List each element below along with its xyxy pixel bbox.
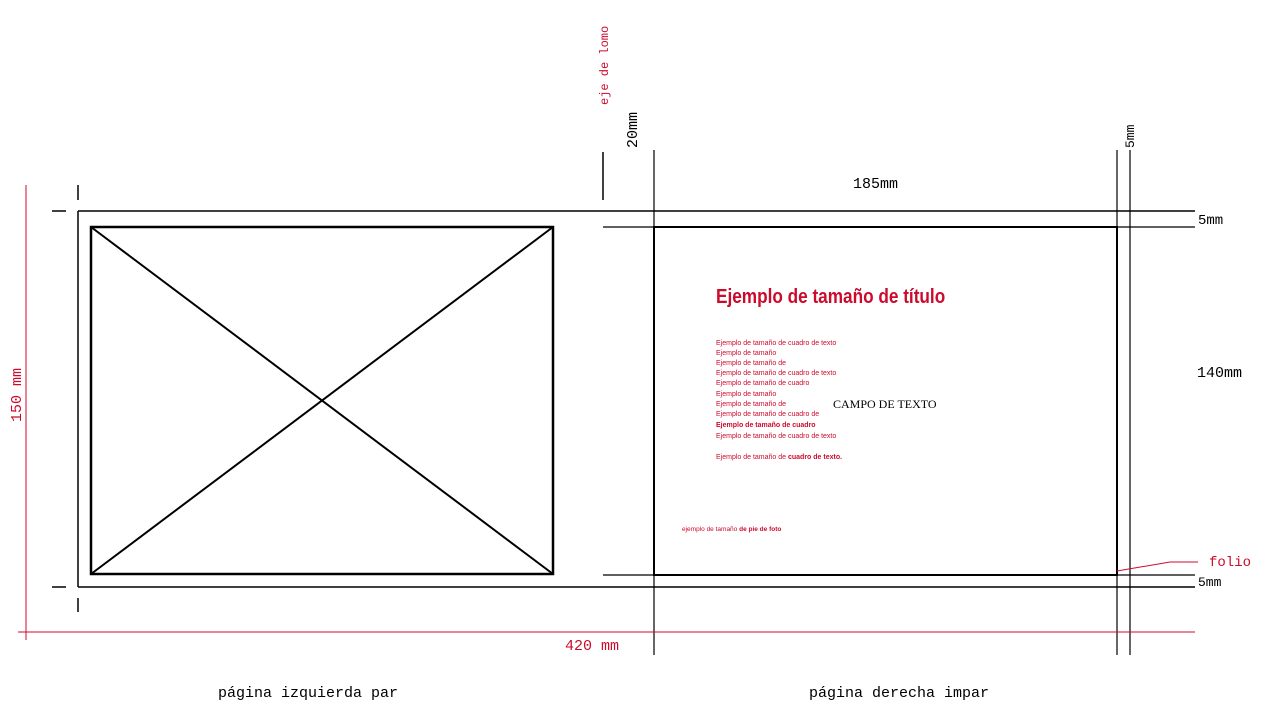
sample-text-line: Ejemplo de tamaño [716,391,776,398]
folio-label: folio [1209,555,1251,571]
image-placeholder-diagonal-b [90,226,554,575]
last-line-prefix: Ejemplo de tamaño de [716,454,788,461]
sample-text-line: Ejemplo de tamaño de cuadro de texto [716,433,836,440]
dimension-lines [18,185,1198,640]
caption-bold: de pie de foto [739,526,781,533]
text-width-label: 185mm [853,176,898,193]
total-height-label: 150 mm [9,368,26,422]
sample-text-line-bold: Ejemplo de tamaño de cuadro [716,422,816,429]
folio-leader-line [1116,561,1198,572]
sample-text-line: Ejemplo de tamaño de cuadro [716,380,809,387]
last-line-bold: cuadro de texto. [788,454,842,461]
text-height-label: 140mm [1197,365,1242,382]
right-page-caption: página derecha impar [809,685,989,702]
sample-text-last-line: Ejemplo de tamaño de cuadro de texto. [716,454,842,461]
total-width-label: 420 mm [565,638,619,655]
sample-text-line: Ejemplo de tamaño de [716,360,786,367]
photo-caption-sample: ejemplo de tamaño de pie de foto [682,526,781,533]
right-margin-label: 5mm [1123,124,1138,148]
sample-text-line: Ejemplo de tamaño de cuadro de [716,411,819,418]
sample-text-line: Ejemplo de tamaño de [716,401,786,408]
sample-title: Ejemplo de tamaño de título [716,285,945,308]
left-page-caption: página izquierda par [218,685,398,702]
sample-text-line: Ejemplo de tamaño de cuadro de texto [716,370,836,377]
image-placeholder-frame [89,225,555,576]
sample-text-block: Ejemplo de tamaño de cuadro de texto Eje… [716,340,842,461]
bottom-margin-label: 5mm [1198,575,1222,590]
caption-prefix: ejemplo de tamaño [682,526,739,533]
construction-lines [52,150,1195,655]
spine-axis-label: eje de lomo [598,26,612,105]
sample-text-line: Ejemplo de tamaño de cuadro de texto [716,340,836,347]
gutter-label: 20mm [625,112,642,148]
text-field-label: CAMPO DE TEXTO [833,397,937,411]
top-margin-label: 5mm [1198,213,1223,229]
sample-text-line: Ejemplo de tamaño [716,350,776,357]
text-area-frame [653,226,1118,576]
